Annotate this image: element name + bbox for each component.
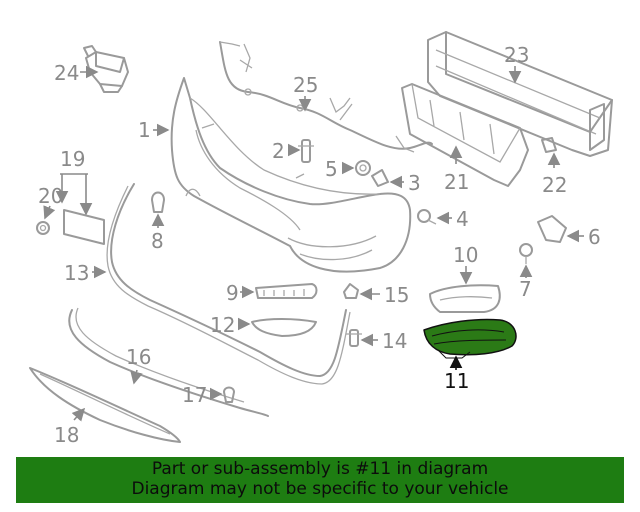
callout-7: 7 [519, 277, 532, 301]
callout-15: 15 [384, 283, 409, 307]
part-14-bolt[interactable] [346, 329, 362, 347]
part-2-bolt[interactable] [298, 139, 314, 163]
callout-11: 11 [444, 369, 469, 393]
info-banner: Part or sub-assembly is #11 in diagram D… [16, 457, 624, 503]
banner-line-2: Diagram may not be specific to your vehi… [131, 479, 509, 499]
part-1-bumper-cover[interactable] [170, 77, 412, 273]
callout-4: 4 [456, 207, 469, 231]
callout-10: 10 [453, 243, 478, 267]
callout-22: 22 [542, 173, 567, 197]
callout-6: 6 [588, 225, 601, 249]
part-15-clip[interactable] [343, 283, 359, 299]
callout-9: 9 [226, 281, 239, 305]
part-22-clip[interactable] [541, 137, 557, 153]
part-21-energy-absorber[interactable] [401, 83, 529, 187]
part-4-screw[interactable] [417, 209, 437, 225]
part-13-lower-trim[interactable] [106, 183, 351, 385]
part-11-highlighted[interactable] [423, 318, 517, 359]
part-17-clip[interactable] [223, 386, 235, 403]
part-6-bracket[interactable] [537, 215, 567, 243]
part-3-clip[interactable] [371, 169, 389, 187]
part-20-fastener[interactable] [36, 221, 50, 235]
callout-18: 18 [54, 423, 79, 447]
leader-18 [71, 407, 86, 422]
callout-25: 25 [293, 73, 318, 97]
callout-23: 23 [504, 43, 529, 67]
callout-13: 13 [64, 261, 89, 285]
part-12-molding[interactable] [251, 318, 317, 337]
callout-8: 8 [151, 229, 164, 253]
leader-20 [43, 205, 56, 220]
banner-line-1: Part or sub-assembly is #11 in diagram [151, 459, 489, 479]
callout-12: 12 [210, 313, 235, 337]
callout-2: 2 [272, 139, 285, 163]
part-8-clip[interactable] [151, 191, 165, 213]
part-10-trim-bezel[interactable] [429, 284, 501, 313]
callout-14: 14 [382, 329, 407, 353]
callout-24: 24 [54, 61, 79, 85]
part-19-license-bracket[interactable] [63, 209, 105, 245]
callout-17: 17 [182, 383, 207, 407]
callout-21: 21 [444, 170, 469, 194]
part-9-grille-insert[interactable] [255, 283, 318, 299]
callout-5: 5 [325, 157, 338, 181]
parts-diagram: 24 25 23 21 22 1 [29, 31, 613, 447]
callout-3: 3 [408, 171, 421, 195]
part-18-skid-strip[interactable] [29, 367, 181, 443]
callout-19: 19 [60, 147, 85, 171]
leader-16 [130, 369, 143, 385]
part-23-reinforcement-beam[interactable] [427, 31, 613, 157]
callout-16: 16 [126, 345, 151, 369]
part-7-screw[interactable] [519, 243, 533, 264]
part-5-nut[interactable] [355, 160, 371, 176]
callout-20: 20 [38, 184, 63, 208]
callout-1: 1 [138, 118, 151, 142]
part-25-wiring-harness[interactable] [219, 41, 433, 153]
part-24-sensor[interactable] [83, 45, 129, 93]
